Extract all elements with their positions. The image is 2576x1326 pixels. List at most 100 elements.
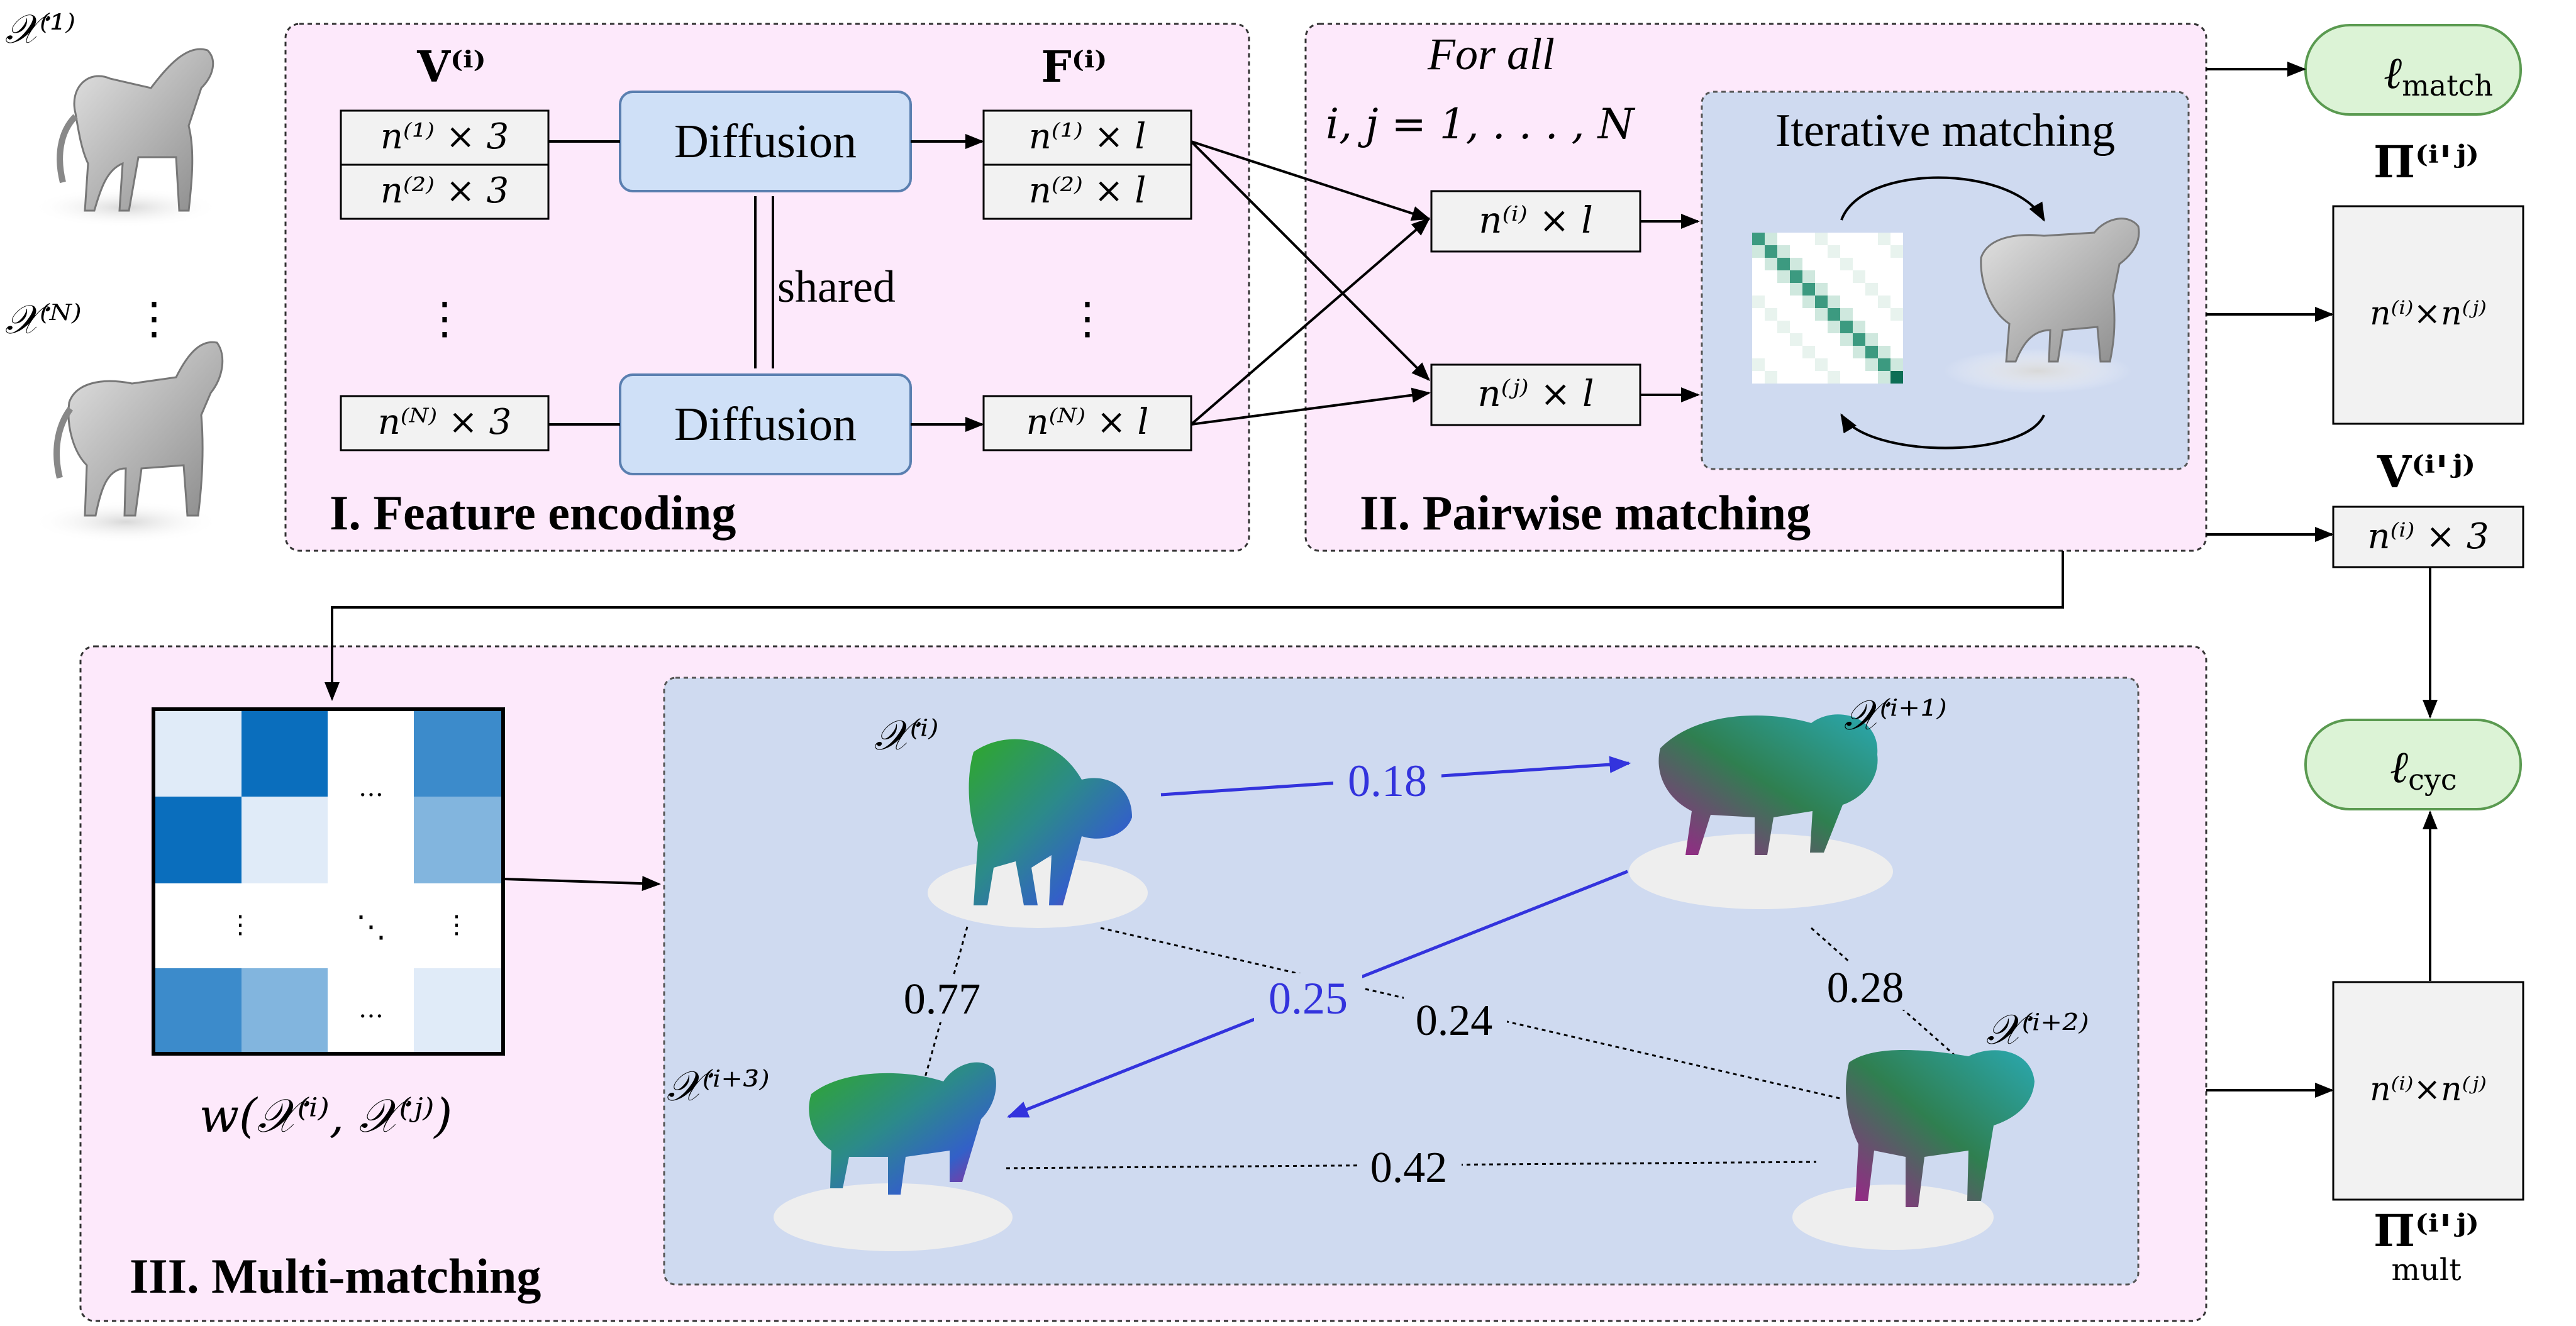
- matrix-cell: [1815, 270, 1828, 283]
- matrix-cell: [1790, 283, 1802, 296]
- label-xi: 𝒳⁽ⁱ⁾: [874, 711, 938, 760]
- fj-text: n⁽ʲ⁾ × l: [1477, 372, 1594, 415]
- v-label: V⁽ⁱ⁾: [416, 42, 486, 92]
- label-xi2: 𝒳⁽ⁱ⁺²⁾: [1986, 1005, 2089, 1054]
- f-row-2-text: n⁽²⁾ × l: [1029, 170, 1146, 211]
- matrix-cell: [1802, 346, 1815, 358]
- matrix-cell: [1802, 333, 1815, 346]
- matrix-cell: [1815, 296, 1828, 308]
- matrix-cell: [1815, 371, 1828, 384]
- v-ij-label: V⁽ⁱ'ʲ⁾: [2377, 446, 2475, 498]
- matrix-cell: [1828, 346, 1840, 358]
- matrix-cell: [1840, 283, 1853, 296]
- for-all-line2: i, j = 1, . . . , N: [1326, 100, 1636, 148]
- v-row-1-text: n⁽¹⁾ × 3: [380, 116, 509, 157]
- matrix-cell: [1765, 258, 1777, 270]
- matrix-cell: [1840, 296, 1853, 308]
- weight-i1-i3: 0.25: [1269, 973, 1348, 1024]
- v-row-N-text: n⁽ᴺ⁾ × 3: [378, 402, 512, 443]
- matrix-cell: [1802, 371, 1815, 384]
- feature-encoding-title: I. Feature encoding: [330, 485, 736, 540]
- matrix-cell: [1790, 321, 1802, 333]
- matrix-cell: [1828, 283, 1840, 296]
- matrix-cell: [1790, 346, 1802, 358]
- matrix-cell: [1752, 270, 1765, 283]
- v-row-2-text: n⁽²⁾ × 3: [380, 170, 509, 211]
- matrix-cell: [1802, 296, 1815, 308]
- matrix-cell: [1865, 283, 1878, 296]
- matrix-cell: [1840, 258, 1853, 270]
- matrix-cell: [1765, 308, 1777, 321]
- matrix-cell: [1790, 245, 1802, 258]
- matrix-cell: [1765, 233, 1777, 245]
- diffusion-top-text: Diffusion: [674, 115, 857, 168]
- weight-i3-i2: 0.42: [1370, 1144, 1448, 1192]
- matrix-cell: [1840, 358, 1853, 371]
- fi-box: [1430, 190, 1641, 253]
- label-x1: 𝒳⁽¹⁾: [5, 6, 75, 53]
- pi-mult-box-text: n⁽ⁱ⁾×n⁽ʲ⁾: [2370, 1071, 2487, 1108]
- shape-cow: [1792, 1050, 2035, 1250]
- matrix-cell: [1878, 333, 1890, 346]
- matrix-cell: [1752, 346, 1765, 358]
- matrix-cell: [1853, 321, 1865, 333]
- matrix-cell: [1765, 270, 1777, 283]
- matrix-cell: [1752, 245, 1765, 258]
- matrix-cell: [1878, 258, 1890, 270]
- matrix-cell: [1878, 296, 1890, 308]
- matrix-cell: [1878, 245, 1890, 258]
- matrix-cell: [1752, 258, 1765, 270]
- matrix-cell: [1865, 346, 1878, 358]
- matrix-cell: [1815, 308, 1828, 321]
- matrix-cell: [1777, 321, 1790, 333]
- matrix-cell: [1878, 321, 1890, 333]
- matrix-cell: [1790, 371, 1802, 384]
- matrix-cell: [1878, 358, 1890, 371]
- matrix-cell: [1840, 333, 1853, 346]
- matrix-cell: [1840, 245, 1853, 258]
- matrix-vdots-left: ⋮: [228, 910, 253, 939]
- matrix-cell: [1802, 233, 1815, 245]
- matrix-cell: [1828, 270, 1840, 283]
- matrix-cell: [1878, 270, 1890, 283]
- matrix-cell: [1815, 358, 1828, 371]
- matrix-cell: [1828, 233, 1840, 245]
- shape-horse: [31, 48, 220, 228]
- l-match-subscript: match: [2402, 69, 2493, 102]
- f-row-2: [982, 163, 1192, 220]
- v-row-2: [340, 163, 550, 220]
- matrix-cell: [1853, 296, 1865, 308]
- matrix-cell: [1790, 358, 1802, 371]
- matrix-cell: [1815, 245, 1828, 258]
- matrix-cell: [1878, 233, 1890, 245]
- shape-lion: [1629, 714, 1893, 909]
- matrix-cell: [1828, 296, 1840, 308]
- matrix-cell: [1828, 258, 1840, 270]
- shape-hippo: [774, 1062, 1013, 1251]
- f-vdots: ⋮: [1065, 292, 1109, 344]
- l-match-symbol: ℓ: [2384, 47, 2402, 99]
- v-ij-box-text: n⁽ⁱ⁾ × 3: [2368, 516, 2489, 557]
- matrix-cell: [1890, 258, 1903, 270]
- matrix-cell: [1853, 308, 1865, 321]
- matrix-cell: [1840, 346, 1853, 358]
- matrix-cell: [1777, 308, 1790, 321]
- matrix-cell: [1890, 346, 1903, 358]
- matrix-cell: [1890, 270, 1903, 283]
- matrix-cell: [1853, 371, 1865, 384]
- label-xi3: 𝒳⁽ⁱ⁺³⁾: [667, 1062, 770, 1110]
- matrix-cell: [1802, 245, 1815, 258]
- matrix-hdots-top: …: [358, 773, 384, 802]
- fj-box: [1430, 363, 1641, 426]
- pi-label: Π⁽ⁱ'ʲ⁾: [2373, 136, 2479, 188]
- matrix-cell: [1765, 283, 1777, 296]
- matrix-cell: [1878, 308, 1890, 321]
- matrix-cell: [1777, 333, 1790, 346]
- matrix-cell: [1777, 371, 1790, 384]
- shape-wolf: [31, 341, 224, 543]
- shapes-vdots: ⋮: [132, 292, 176, 344]
- matrix-cell: [1815, 233, 1828, 245]
- f-label: F⁽ⁱ⁾: [1041, 42, 1107, 92]
- matrix-cell: [1865, 245, 1878, 258]
